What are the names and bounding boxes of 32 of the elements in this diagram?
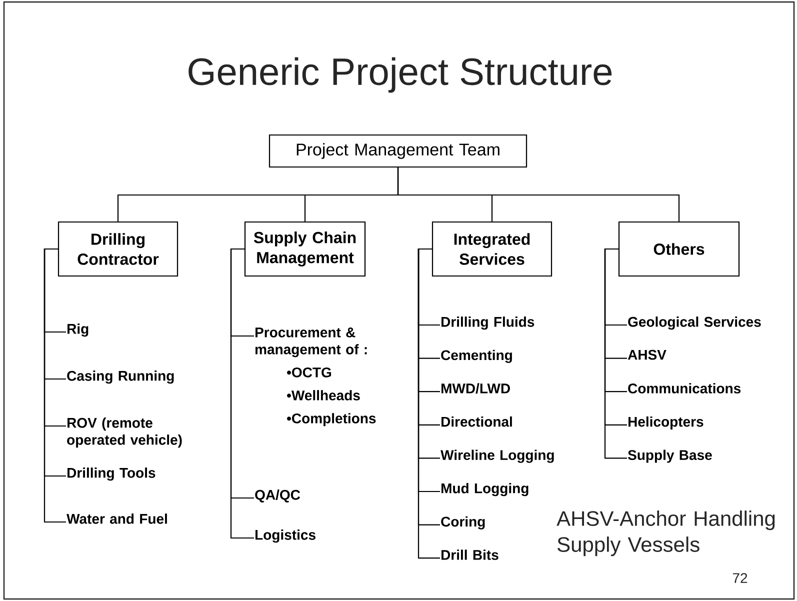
list-item: Drilling Fluids (442, 316, 534, 330)
list-item: Drill Bits (442, 550, 498, 560)
list-item: Procurement & management of : •OCTG •Wellheads •Completions (255, 328, 376, 426)
list-item: Directional (442, 416, 512, 427)
team-box: Project Management Team (268, 134, 528, 168)
list-item: Water and Fuel (66, 514, 167, 524)
list-item: Cementing (441, 350, 512, 363)
connector-line (397, 168, 680, 222)
list-item: Mud Logging (442, 483, 528, 496)
list-item: ROV (remote operated vehicle) (67, 418, 182, 448)
slide-title: Generic Project Structure (188, 57, 612, 93)
connector-line (604, 248, 627, 459)
list-item: Helicopters (628, 416, 704, 430)
list-item: QA/QC (255, 490, 300, 502)
list-item: Wireline Logging (440, 450, 554, 463)
list-item: MWD/LWD (442, 383, 510, 394)
list-item: Coring (441, 516, 485, 530)
department-box: Integrated Services (432, 221, 552, 277)
list-item: Casing Running (67, 370, 174, 384)
list-item: Geological Services (628, 316, 761, 330)
department-box: Others (618, 221, 740, 277)
list-item: Rig (68, 324, 88, 337)
department-box: Drilling Contractor (58, 221, 178, 277)
list-item: Supply Base (628, 450, 712, 463)
list-item: Logistics (256, 530, 316, 543)
list-item: Drilling Tools (68, 468, 156, 481)
page-number: 72 (732, 573, 748, 583)
connector-line (44, 248, 66, 523)
list-item: AHSV (628, 350, 666, 360)
note-text: AHSV-Anchor Handling Supply Vessels (556, 510, 775, 556)
list-item: Communications (628, 383, 741, 394)
department-box: Supply Chain Management (244, 221, 366, 277)
